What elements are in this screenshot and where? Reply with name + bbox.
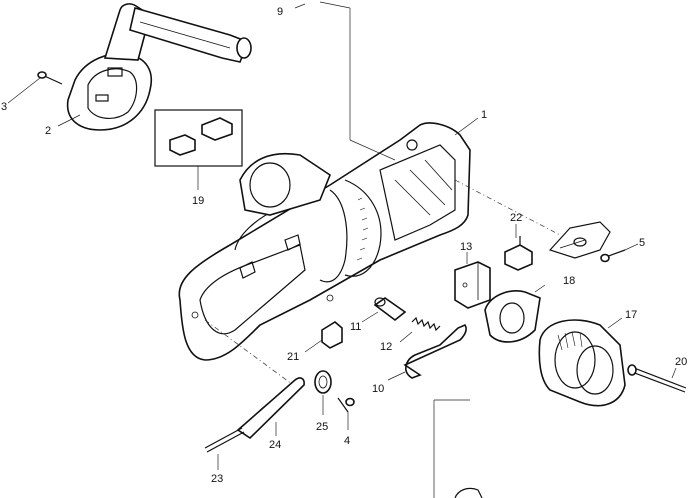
label-part-2: 2 <box>45 125 51 137</box>
label-part-19: 19 <box>192 195 204 207</box>
label-part-24: 24 <box>269 439 281 451</box>
label-part-18: 18 <box>563 275 575 287</box>
screw-5 <box>600 243 639 263</box>
main-housing <box>178 122 471 361</box>
label-part-22: 22 <box>510 212 522 224</box>
switch-block-13 <box>454 252 491 309</box>
screw-4 <box>337 397 355 430</box>
leader-lines <box>57 1 561 498</box>
cord-guard-24 <box>236 377 305 440</box>
label-part-21: 21 <box>287 351 299 363</box>
side-plate <box>548 221 611 259</box>
block-21 <box>304 321 343 353</box>
label-part-5: 5 <box>639 237 645 249</box>
knob-25 <box>314 370 332 415</box>
stator-17 <box>538 317 626 407</box>
carbon-brush-box <box>154 109 243 190</box>
label-part-9: 9 <box>277 6 283 18</box>
front-handle-assembly <box>66 3 252 131</box>
label-part-20: 20 <box>675 356 687 368</box>
bottom-partial-part <box>454 487 483 498</box>
label-part-25: 25 <box>316 421 328 433</box>
brush-holder-18 <box>484 284 546 343</box>
label-part-11: 11 <box>350 321 361 333</box>
switch-22 <box>504 224 533 271</box>
label-part-13: 13 <box>460 241 472 253</box>
screw-3 <box>7 71 63 104</box>
spring-12 <box>399 316 441 343</box>
label-part-12: 12 <box>380 341 392 353</box>
label-part-4: 4 <box>344 435 350 447</box>
bolt-20 <box>627 364 687 393</box>
part-labels: 9 3 2 1 19 22 5 13 18 17 11 12 21 20 10 … <box>1 6 687 485</box>
label-part-10: 10 <box>372 383 384 395</box>
label-part-3: 3 <box>1 101 7 113</box>
pin-11 <box>361 297 407 323</box>
label-part-23: 23 <box>211 473 223 485</box>
label-part-17: 17 <box>625 309 637 321</box>
cord-23 <box>204 427 245 470</box>
trigger-10 <box>387 323 467 381</box>
label-part-1: 1 <box>481 109 487 121</box>
